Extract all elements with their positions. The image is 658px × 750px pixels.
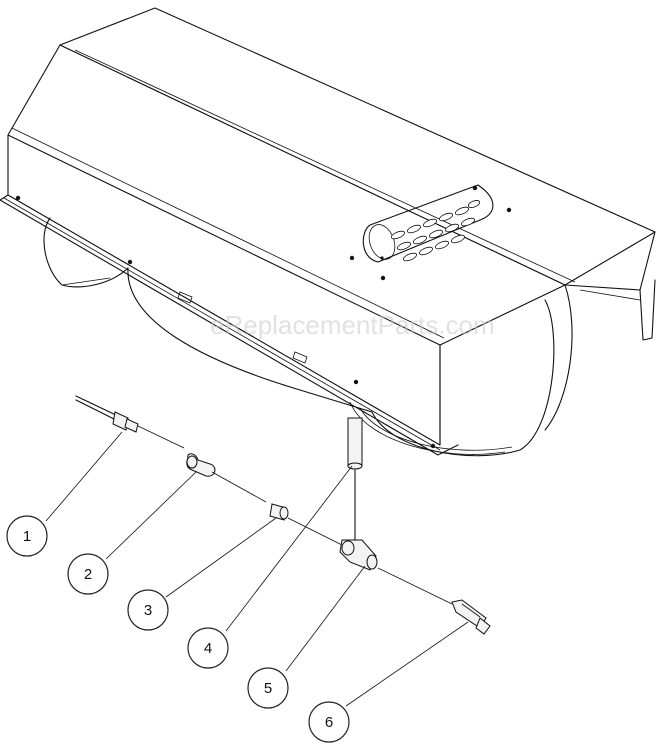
fitting-5-tee — [339, 539, 453, 605]
callout-2-label: 2 — [84, 566, 92, 583]
callout-3-label: 3 — [144, 602, 152, 619]
callout-2: 2 — [67, 553, 109, 595]
callout-3: 3 — [127, 589, 169, 631]
fitting-3-coupling — [269, 503, 343, 546]
fitting-6-valve — [451, 599, 491, 635]
callout-5-label: 5 — [264, 680, 272, 697]
fitting-1-tube-connector — [75, 395, 185, 449]
fitting-2-elbow — [186, 453, 267, 503]
watermark-text: eReplacementParts.com — [210, 310, 495, 340]
callout-5: 5 — [247, 667, 289, 709]
cover-shroud — [0, 7, 656, 456]
callout-6: 6 — [308, 701, 350, 743]
callout-4: 4 — [187, 627, 229, 669]
callout-6-label: 6 — [325, 714, 333, 731]
callout-1: 1 — [6, 515, 48, 557]
vent-grille — [362, 184, 494, 263]
callout-1-label: 1 — [23, 528, 31, 545]
tank-body — [43, 217, 555, 457]
drain-pipe — [347, 417, 363, 549]
leader-lines — [45, 431, 469, 707]
callout-4-label: 4 — [204, 640, 212, 657]
